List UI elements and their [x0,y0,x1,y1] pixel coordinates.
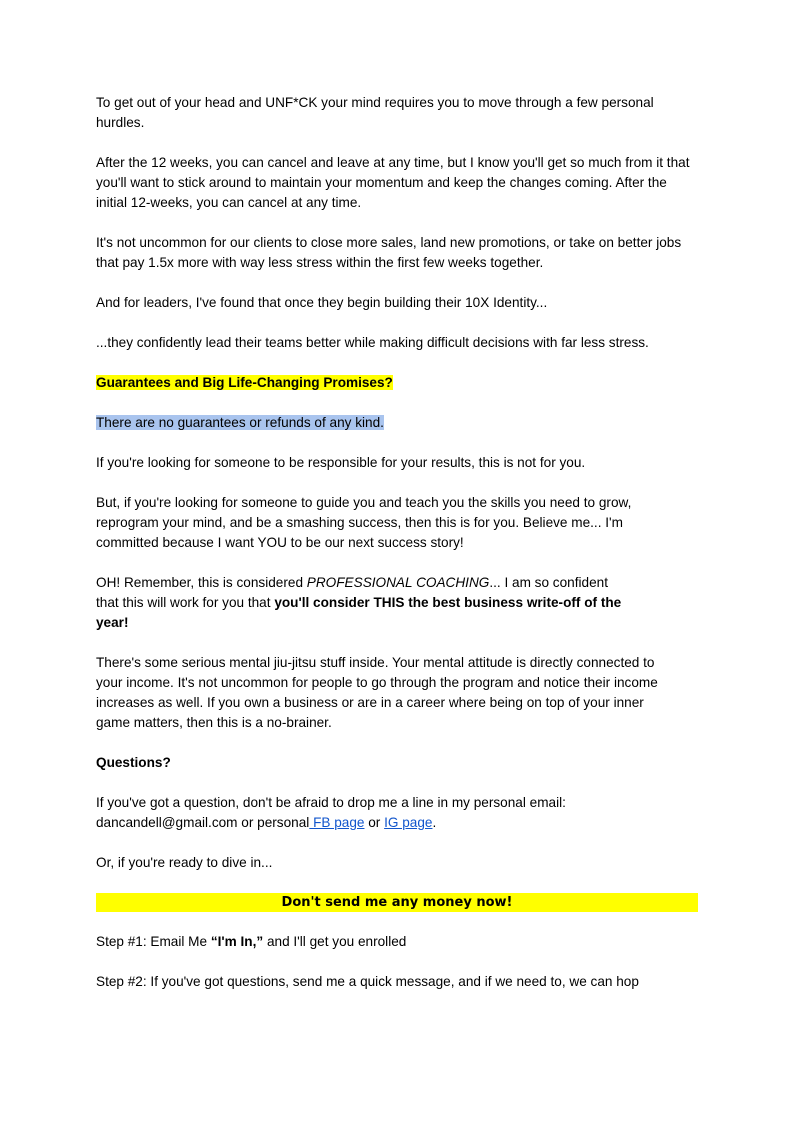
fb-page-link[interactable]: FB page [309,815,365,830]
step-1-paragraph: Step #1: Email Me “I'm In,” and I'll get… [96,932,698,952]
contact-or-text: or [364,815,385,830]
paragraph-mental-jiujitsu: There's some serious mental jiu-jitsu st… [96,655,658,730]
paragraph-client-results: It's not uncommon for our clients to clo… [96,235,682,270]
paragraph-professional-coaching: OH! Remember, this is considered PROFESS… [96,573,626,633]
paragraph-dive-in: Or, if you're ready to dive in... [96,855,273,870]
step-2-paragraph: Step #2: If you've got questions, send m… [96,974,639,989]
step-1-text-end: and I'll get you enrolled [263,934,407,949]
coaching-text-italic: PROFESSIONAL COACHING [306,575,490,590]
step-1-text-start: Step #1: Email Me [96,934,211,949]
paragraph-leaders: And for leaders, I've found that once th… [96,295,548,310]
guarantee-heading: Guarantees and Big Life-Changing Promise… [96,373,698,393]
paragraph-hurdles: To get out of your head and UNF*CK your … [96,95,654,130]
ig-page-link[interactable]: IG page [384,815,433,830]
no-money-banner: Don't send me any money now! [96,893,698,912]
no-guarantee-paragraph: There are no guarantees or refunds of an… [96,413,698,433]
paragraph-contact: If you've got a question, don't be afrai… [96,793,636,833]
no-guarantee-text: There are no guarantees or refunds of an… [96,415,384,430]
paragraph-not-for-you: If you're looking for someone to be resp… [96,455,586,470]
paragraph-cancel-policy: After the 12 weeks, you can cancel and l… [96,155,690,210]
coaching-text-bold: you'll consider THIS the best business w… [96,595,622,630]
contact-end-text: . [432,815,437,830]
coaching-text-start: OH! Remember, this is considered [96,575,307,590]
contact-text: If you've got a question, don't be afrai… [96,795,566,830]
paragraph-leaders-continued: ...they confidently lead their teams bet… [96,335,649,350]
step-1-text-bold: “I'm In,” [210,934,264,949]
guarantee-heading-text: Guarantees and Big Life-Changing Promise… [96,375,393,390]
coaching-text-middle: ... I am so confident that this will wor… [96,575,608,610]
paragraph-this-is-for-you: But, if you're looking for someone to gu… [96,495,632,550]
questions-heading: Questions? [96,755,171,770]
